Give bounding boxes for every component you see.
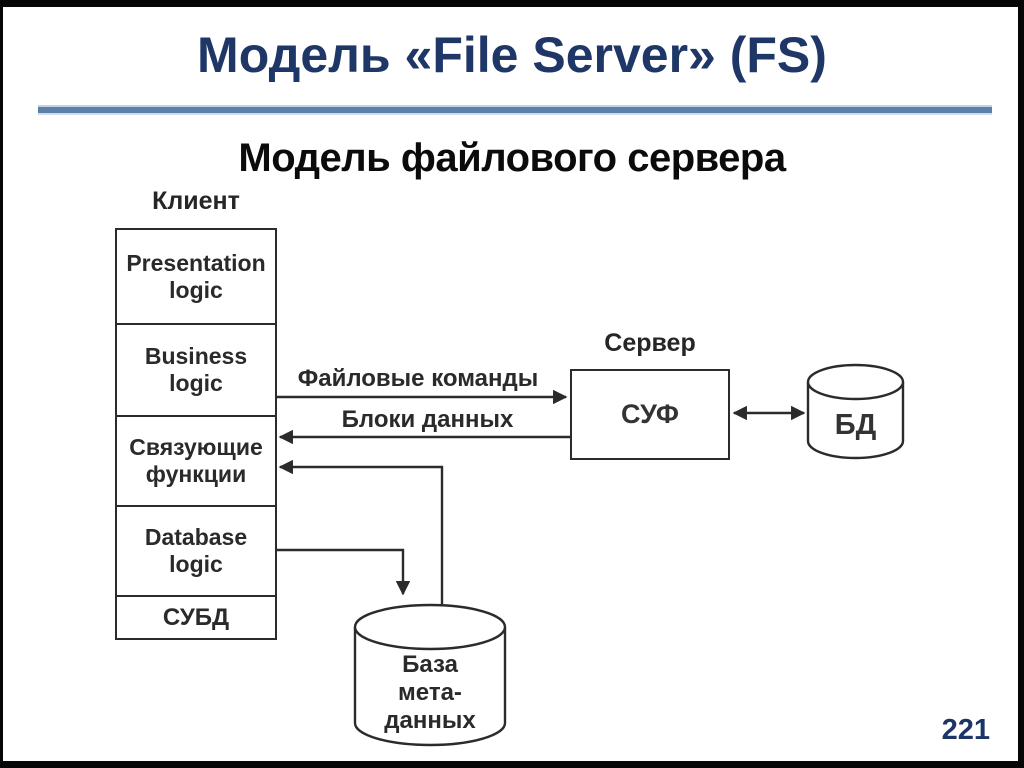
client-layer-binding-functions: Связующие функции <box>117 415 275 505</box>
page-number: 221 <box>941 714 990 746</box>
metadata-line: База <box>402 651 458 678</box>
metadata-line: мета- <box>398 679 462 706</box>
flow-data-blocks-label: Блоки данных <box>341 406 514 433</box>
layer-line: Business <box>144 343 248 369</box>
layer-line: logic <box>169 276 223 303</box>
client-layer-business-logic: Business logic <box>117 323 275 415</box>
client-layer-dbms: СУБД <box>117 595 275 637</box>
layer-line: Связующие <box>129 434 263 460</box>
db-cylinder-label: БД <box>834 409 877 441</box>
flow-file-commands-label: Файловые команды <box>297 365 539 392</box>
arrow-dblogic-to-metadata <box>277 548 411 596</box>
layer-line: Database <box>144 524 248 550</box>
layer-line: logic <box>169 551 223 577</box>
metadata-cylinder-body <box>353 627 507 747</box>
layer-line: СУБД <box>162 603 230 631</box>
db-cylinder-body <box>806 382 905 460</box>
client-label: Клиент <box>152 187 240 215</box>
layer-line: функции <box>145 461 247 487</box>
metadata-cylinder-label: База мета- данных <box>355 651 505 735</box>
client-layer-presentation-logic: Presentation logic <box>117 230 275 323</box>
slide-title: Модель «File Server» (FS) <box>197 27 827 83</box>
suf-box: СУФ <box>570 369 730 460</box>
client-layer-database-logic: Database logic <box>117 505 275 595</box>
layer-line: Presentation <box>126 249 266 276</box>
slide-subtitle: Модель файлового сервера <box>238 136 786 180</box>
db-cylinder-top <box>806 363 905 401</box>
metadata-cylinder-top <box>353 603 507 651</box>
layer-line: logic <box>169 370 223 396</box>
client-stack: Presentation logic Business logic Связую… <box>115 228 277 640</box>
title-divider <box>38 107 992 113</box>
arrow-metadata-to-client <box>278 459 444 604</box>
server-label: Сервер <box>604 329 696 357</box>
metadata-line: данных <box>384 707 476 734</box>
